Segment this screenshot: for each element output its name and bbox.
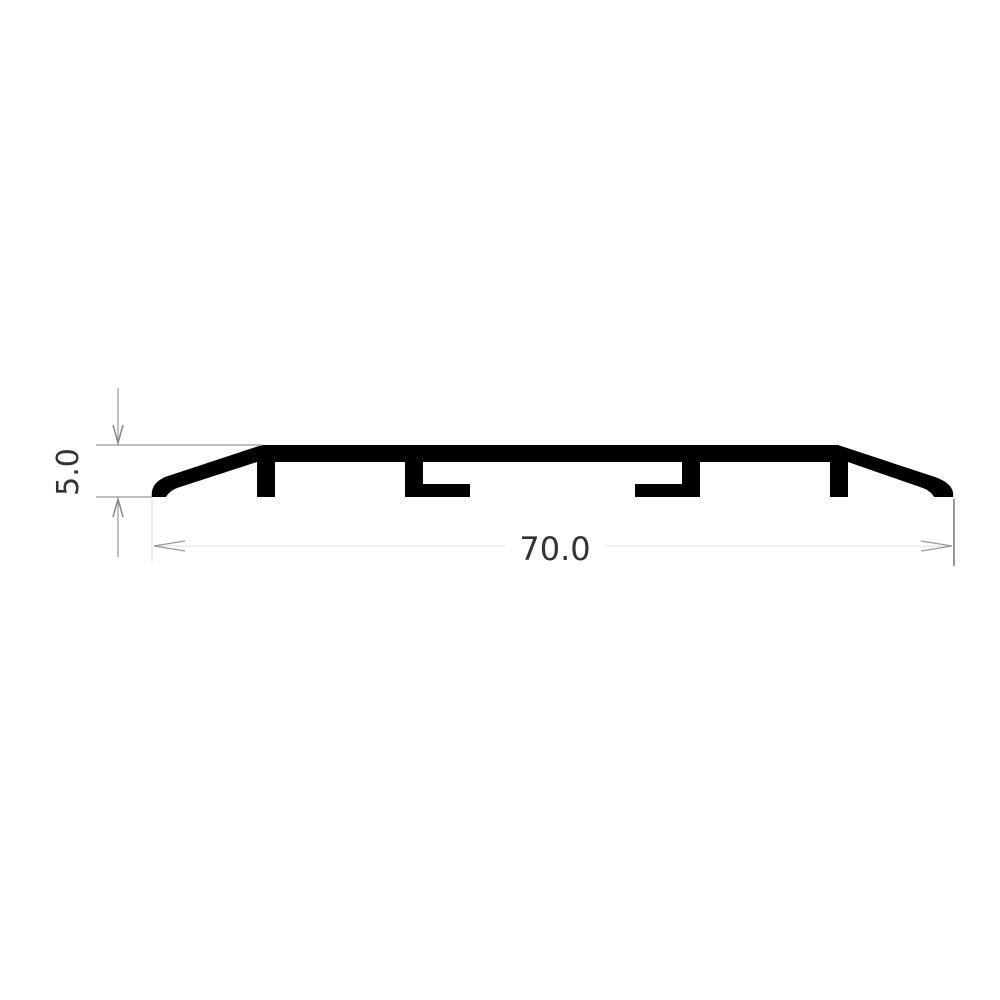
height-dimension-label: 5.0 <box>51 448 86 496</box>
width-arrow-right-icon <box>920 540 953 552</box>
height-arrow-top-icon <box>112 424 124 446</box>
width-dimension-label: 70.0 <box>519 530 590 568</box>
aluminium-profile <box>151 445 954 497</box>
height-arrow-bottom-icon <box>112 496 124 518</box>
width-arrow-left-icon <box>153 540 186 552</box>
